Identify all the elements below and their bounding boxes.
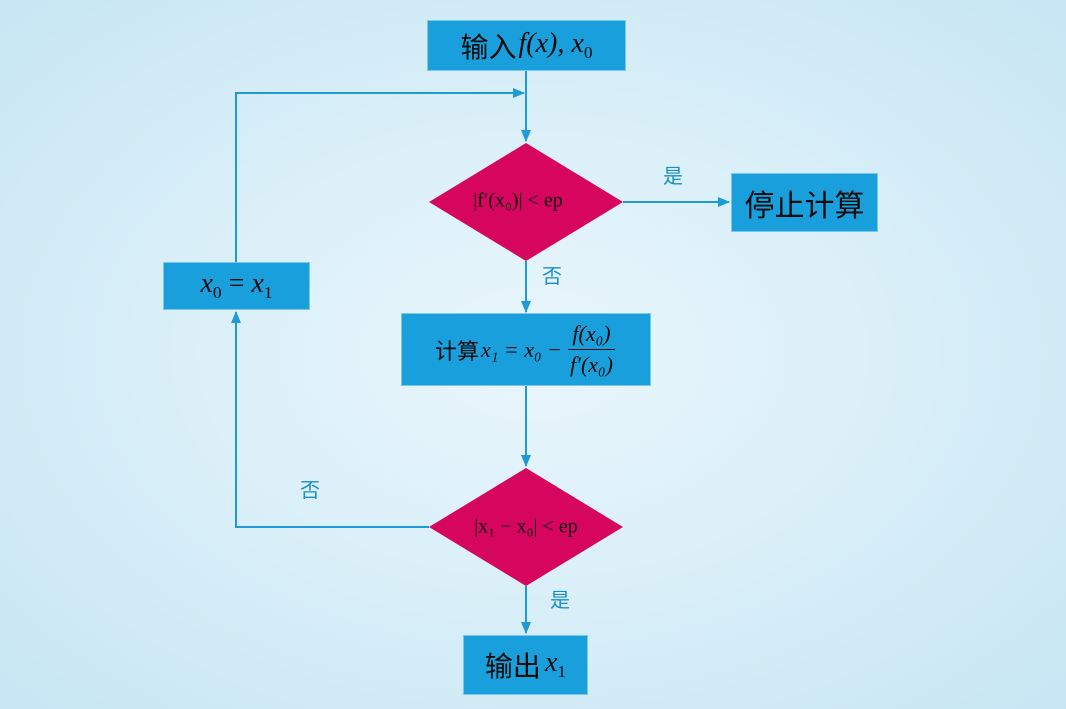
assign-lhs: x [200, 268, 213, 300]
assign-box: x0 = x1 [163, 262, 310, 310]
edge-decision2-to-assign [231, 311, 429, 528]
edge-label-yes-2: 是 [550, 588, 570, 612]
input-expr-subscript: 0 [583, 43, 593, 63]
compute-lhs: x₁ = x₀ − [480, 336, 563, 362]
assign-operator: = [221, 268, 252, 300]
input-box: 输入 f(x), x0 [427, 20, 626, 71]
input-expression: f(x), x0 [519, 28, 593, 63]
assign-rhs-subscript: 1 [263, 283, 273, 303]
stop-box: 停止计算 [731, 173, 878, 232]
compute-box: 计算 x₁ = x₀ − f(x₀) f′(x₀) [401, 313, 651, 386]
edge-label-yes-1: 是 [663, 164, 683, 188]
output-var-subscript: 1 [557, 662, 567, 682]
edge-label-no-1: 否 [542, 264, 562, 288]
decision2-condition: |x₁ − x₀| < ep [474, 515, 578, 538]
decision-diamond-1 [429, 143, 623, 261]
output-expression: x1 [545, 647, 566, 682]
compute-label: 计算 [434, 339, 479, 365]
compute-fraction: f(x₀) f′(x₀) [566, 321, 617, 378]
output-label: 输出 [484, 650, 541, 683]
compute-numerator: f(x₀) [568, 321, 615, 350]
input-label: 输入 [460, 30, 517, 64]
decision1-condition: |f′(x₀)| < ep [473, 189, 563, 212]
assign-lhs-subscript: 0 [212, 283, 222, 303]
edge-assign-loop-back [235, 88, 525, 262]
assign-rhs: x [251, 268, 264, 300]
output-var: x [544, 647, 558, 679]
compute-denominator: f′(x₀) [570, 352, 614, 377]
edge-label-no-2: 否 [300, 478, 320, 502]
input-expr-text: f(x), x [518, 27, 584, 59]
decision-diamond-2 [429, 468, 623, 586]
assign-expression: x0 = x1 [200, 268, 272, 303]
output-box: 输出 x1 [463, 635, 588, 695]
